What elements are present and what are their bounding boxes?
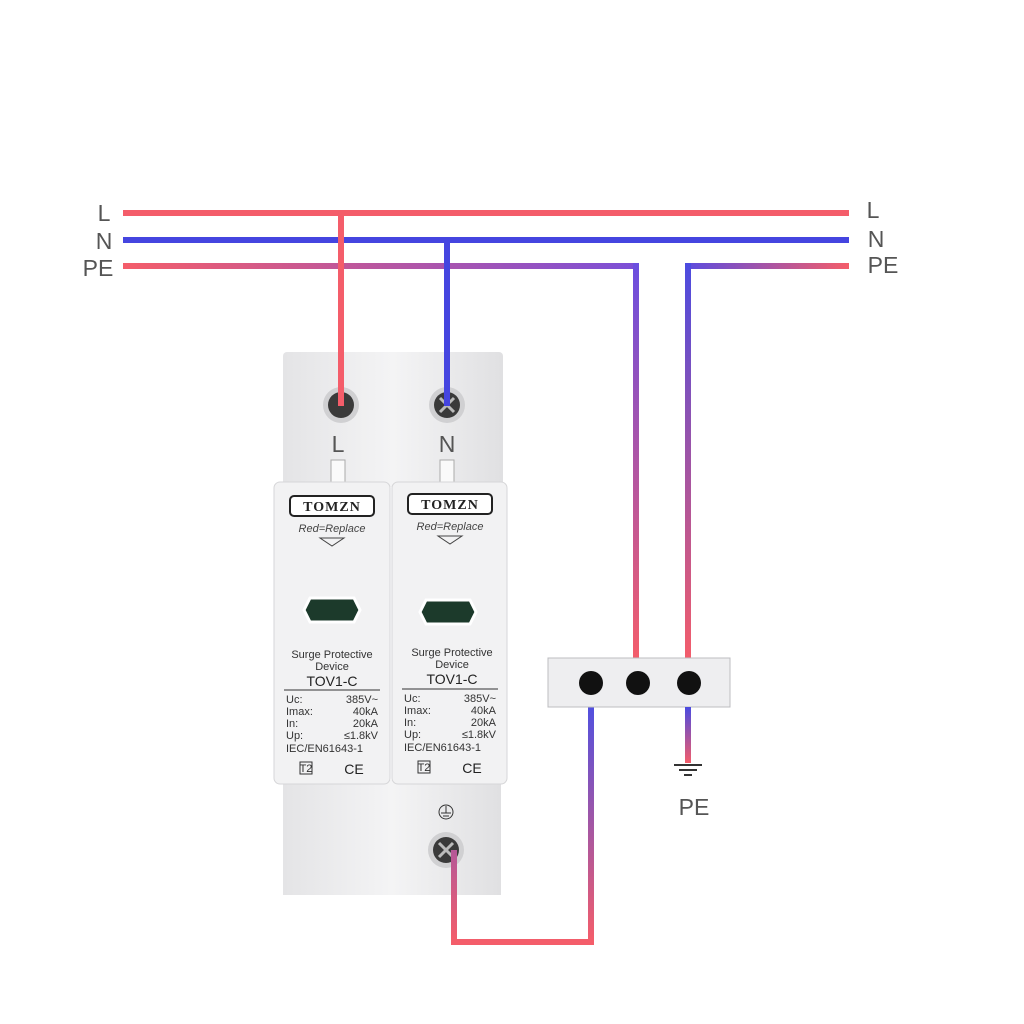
spec-key: Imax:: [404, 705, 431, 717]
spec-key: Uc:: [404, 693, 421, 705]
pe-drop-wire: [633, 263, 639, 661]
left-line-labels: L N PE: [83, 200, 114, 281]
spec-key: In:: [286, 718, 298, 730]
label-l-left: L: [98, 200, 111, 226]
label-pe-left: PE: [83, 255, 114, 281]
spec-value: 385V~: [346, 694, 378, 706]
spec-value: 20kA: [353, 718, 379, 730]
l-feed-wire: [338, 213, 344, 406]
line-wire-l: [123, 210, 849, 216]
standard: IEC/EN61643-1: [286, 743, 363, 755]
terminal-label-n: N: [439, 431, 456, 457]
line-wire-pe-right: [685, 263, 849, 269]
spec-key: Up:: [286, 730, 303, 742]
spec-value: ≤1.8kV: [344, 730, 379, 742]
earth-wire: [685, 707, 691, 763]
model-number: TOV1-C: [426, 671, 477, 687]
line-wire-pe: [123, 263, 639, 269]
pe-right-drop-wire: [685, 263, 691, 661]
spec-key: In:: [404, 717, 416, 729]
spd-module-2[interactable]: TOMZN Red=Replace Surge Protective Devic…: [391, 481, 508, 785]
status-indicator-window: [418, 598, 478, 626]
terminal-label-l: L: [332, 431, 345, 457]
line-wire-n: [123, 237, 849, 243]
spec-value: 40kA: [471, 705, 497, 717]
model-number: TOV1-C: [306, 673, 357, 689]
device-title: Surge Protective: [291, 649, 372, 661]
terminal-screw-pe: [428, 832, 464, 868]
spec-value: 385V~: [464, 693, 496, 705]
surge-protective-device: L N TOMZN Red=Replace Surge Protective D…: [273, 352, 508, 895]
device-title: Surge Protective: [411, 647, 492, 659]
label-n-right: N: [868, 226, 885, 252]
spec-value: 20kA: [471, 717, 497, 729]
arrow-down-icon: [318, 537, 346, 547]
spec-key: Uc:: [286, 694, 303, 706]
spec-key: Imax:: [286, 706, 313, 718]
spec-value: 40kA: [353, 706, 379, 718]
label-pe-right: PE: [868, 252, 899, 278]
device-pe-wire: [451, 705, 594, 945]
spec-value: ≤1.8kV: [462, 729, 497, 741]
device-top-block: [283, 352, 503, 487]
replace-hint: Red=Replace: [299, 523, 366, 535]
n-feed-wire: [444, 240, 450, 406]
right-line-labels: L N PE: [867, 197, 899, 278]
label-l-right: L: [867, 197, 880, 223]
device-bottom-block: [283, 780, 501, 895]
earth-label: PE: [679, 794, 710, 820]
earth-ground-icon: [674, 764, 702, 776]
pe-terminal-block: [547, 657, 731, 708]
ground-symbol-icon: [438, 804, 454, 820]
ce-mark: CE: [344, 761, 363, 777]
type-mark: T2: [300, 763, 313, 775]
brand-logo: TOMZN: [421, 498, 479, 513]
type-mark: T2: [418, 762, 431, 774]
status-indicator-window: [302, 596, 362, 624]
replace-hint: Red=Replace: [417, 521, 484, 533]
arrow-down-icon: [436, 535, 464, 545]
standard: IEC/EN61643-1: [404, 742, 481, 754]
ce-mark: CE: [462, 760, 481, 776]
spec-key: Up:: [404, 729, 421, 741]
spd-module-1[interactable]: TOMZN Red=Replace Surge Protective Devic…: [273, 481, 391, 785]
device-title-2: Device: [315, 661, 349, 673]
label-n-left: N: [96, 228, 113, 254]
brand-logo: TOMZN: [303, 500, 361, 515]
device-title-2: Device: [435, 659, 469, 671]
